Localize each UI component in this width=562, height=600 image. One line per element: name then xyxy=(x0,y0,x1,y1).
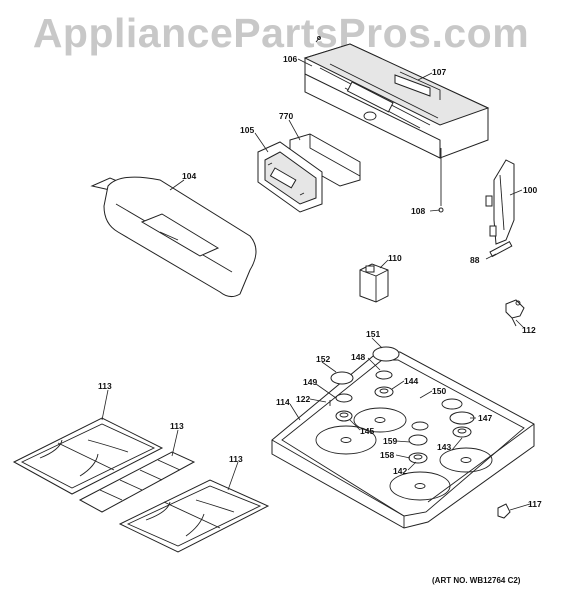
part-88 xyxy=(489,240,513,258)
callout-113-middle: 113 xyxy=(170,421,184,431)
screw-108 xyxy=(438,148,444,213)
grate-right-113 xyxy=(118,479,270,553)
callout-147: 147 xyxy=(478,413,492,423)
watermark-logo: AppliancePartsPros.com xyxy=(32,10,530,56)
control-board-105 xyxy=(257,141,323,213)
leader-lines xyxy=(101,58,531,511)
callout-105: 105 xyxy=(240,125,254,135)
callout-144: 144 xyxy=(404,376,418,386)
callout-108: 108 xyxy=(411,206,425,216)
callout-114: 114 xyxy=(276,397,290,407)
callout-110: 110 xyxy=(388,253,402,263)
callout-152: 152 xyxy=(316,354,330,364)
callout-107: 107 xyxy=(432,67,446,77)
callout-145: 145 xyxy=(360,426,374,436)
callout-88: 88 xyxy=(470,255,480,265)
callout-117: 117 xyxy=(528,499,542,509)
callout-159: 159 xyxy=(383,436,397,446)
end-cap-100 xyxy=(485,159,515,245)
callout-104: 104 xyxy=(182,171,196,181)
panel-trim-104 xyxy=(90,176,257,298)
callout-770: 770 xyxy=(279,111,293,121)
part-110 xyxy=(359,263,389,303)
burner-parts xyxy=(329,346,475,464)
callout-142: 142 xyxy=(393,466,407,476)
callout-106: 106 xyxy=(283,54,297,64)
callout-151: 151 xyxy=(366,329,380,339)
callout-labels: 106 107 770 105 104 100 108 88 110 112 1… xyxy=(98,54,542,509)
backsplash-panel xyxy=(303,36,490,159)
grate-middle-113 xyxy=(78,451,196,513)
callout-148: 148 xyxy=(351,352,365,362)
callout-113-left: 113 xyxy=(98,381,112,391)
callout-100: 100 xyxy=(523,185,537,195)
callout-112: 112 xyxy=(522,325,536,335)
callout-149: 149 xyxy=(303,377,317,387)
callout-113-right: 113 xyxy=(229,454,243,464)
knob-117 xyxy=(497,503,511,519)
part-112 xyxy=(505,299,525,327)
art-number: (ART NO. WB12764 C2) xyxy=(432,576,521,585)
callout-143: 143 xyxy=(437,442,451,452)
callout-158: 158 xyxy=(380,450,394,460)
callout-150: 150 xyxy=(432,386,446,396)
grate-left-113 xyxy=(12,417,164,495)
callout-122: 122 xyxy=(296,394,310,404)
